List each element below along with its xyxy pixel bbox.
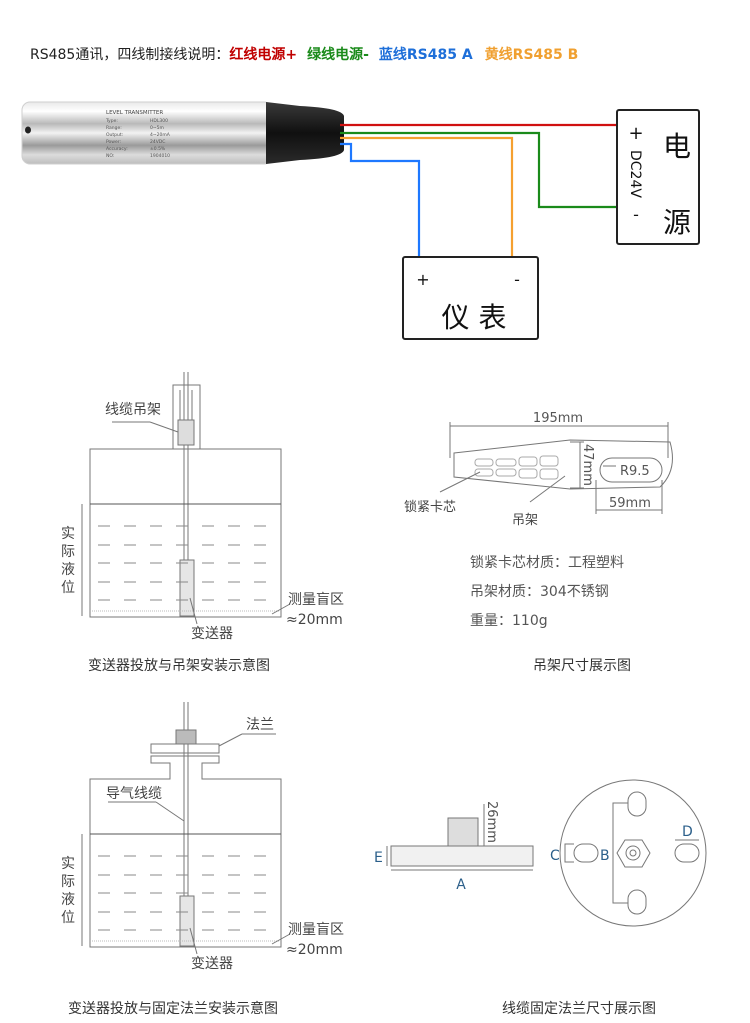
dim-d: D bbox=[682, 824, 693, 840]
legend-intro: RS485通讯，四线制接线说明： bbox=[30, 47, 230, 63]
dim-e: E bbox=[374, 850, 383, 866]
dim-b: B bbox=[600, 848, 610, 864]
blind-zone-label: 测量盲区 bbox=[288, 591, 344, 608]
vent-hole-icon bbox=[25, 126, 31, 134]
hanger-part-label: 吊架 bbox=[512, 513, 538, 528]
flange-install-diagram: 法兰 导气线缆 测量盲区 ≈20mm 变送器 bbox=[81, 702, 344, 970]
power-supply-box: + - DC24V 电 源 bbox=[616, 109, 700, 245]
meter-minus: - bbox=[514, 270, 520, 289]
dim-a: A bbox=[456, 877, 466, 893]
flange-height-dim: 26mm bbox=[484, 801, 499, 843]
hanger-install-caption: 变送器投放与吊架安装示意图 bbox=[88, 658, 270, 674]
label-row: Accuracy: bbox=[106, 146, 128, 152]
transmitter-label-title: LEVEL TRANSMITTER bbox=[106, 110, 163, 116]
flange-size-caption: 线缆固定法兰尺寸展示图 bbox=[502, 1001, 656, 1017]
spec-lock-material: 锁紧卡芯材质：工程塑料 bbox=[470, 555, 624, 571]
flange-size-diagram: 26mm A B C D E bbox=[374, 779, 707, 927]
power-plus: + bbox=[628, 123, 643, 144]
spec-weight: 重量：110g bbox=[470, 613, 548, 629]
legend-blue-wire: 蓝线RS485 A bbox=[378, 47, 473, 63]
legend-green-wire: 绿线电源- bbox=[307, 47, 369, 63]
meter-box: + - 仪 表 bbox=[402, 256, 539, 340]
yellow-wire bbox=[340, 136, 514, 257]
blind-zone-value: ≈20mm bbox=[286, 942, 343, 958]
flange-label: 法兰 bbox=[246, 717, 274, 733]
power-title-bottom: 源 bbox=[663, 206, 691, 239]
transmitter-probe bbox=[179, 559, 195, 617]
transmitter-label: 变送器 bbox=[191, 956, 233, 970]
meter-plus: + bbox=[416, 270, 429, 289]
label-value: ±0.5% bbox=[150, 146, 166, 152]
power-voltage: DC24V bbox=[627, 150, 643, 198]
transmitter-probe bbox=[179, 895, 195, 947]
flange-center-nut bbox=[616, 839, 651, 868]
hanger-loop bbox=[599, 457, 663, 483]
label-value: HDL300 bbox=[150, 118, 168, 124]
label-value: 1904010 bbox=[150, 153, 170, 159]
hanger-label: 线缆吊架 bbox=[105, 402, 161, 418]
label-row: Type: bbox=[105, 118, 118, 124]
power-minus: - bbox=[633, 205, 639, 224]
level-label: 实际液位 bbox=[61, 526, 75, 596]
dim-c: C bbox=[550, 848, 560, 864]
flange-top-plate bbox=[559, 779, 707, 927]
hanger-size-caption: 吊架尺寸展示图 bbox=[533, 658, 631, 674]
hanger-height-dim: 47mm bbox=[580, 444, 595, 486]
lock-core-label: 锁紧卡芯 bbox=[404, 499, 456, 515]
flange-plate bbox=[150, 743, 220, 754]
tank bbox=[89, 448, 282, 618]
blind-zone-label: 测量盲区 bbox=[288, 921, 344, 938]
flange-install-caption: 变送器投放与固定法兰安装示意图 bbox=[68, 1001, 278, 1017]
label-row: Range: bbox=[106, 125, 122, 131]
hanger-body bbox=[453, 439, 673, 490]
hanger-radius-dim: R9.5 bbox=[620, 464, 650, 479]
spec-hanger-material: 吊架材质：304不锈钢 bbox=[470, 584, 609, 600]
wiring-diagram: LEVEL TRANSMITTER Type: Range: Output: P… bbox=[21, 101, 700, 340]
label-value: 24VDC bbox=[150, 139, 165, 145]
tank bbox=[89, 755, 282, 948]
power-title-top: 电 bbox=[663, 130, 691, 163]
cable-label: 导气线缆 bbox=[106, 786, 162, 802]
legend-yellow-wire: 黄线RS485 B bbox=[484, 47, 579, 63]
label-value: 0~5m bbox=[150, 125, 164, 131]
transmitter-image: LEVEL TRANSMITTER Type: Range: Output: P… bbox=[21, 101, 344, 165]
flange-side-plate bbox=[390, 845, 534, 867]
cable-gland bbox=[175, 729, 197, 745]
wiring-legend: RS485通讯，四线制接线说明：红线电源+ 绿线电源- 蓝线RS485 A 黄线RS4… bbox=[30, 44, 578, 64]
flange-side-gland bbox=[447, 817, 479, 847]
hanger-size-diagram: 195mm 47mm R9.5 59mm 锁紧卡芯 吊架 bbox=[404, 411, 673, 528]
blind-zone-value: ≈20mm bbox=[286, 612, 343, 628]
transmitter-label: 变送器 bbox=[191, 626, 233, 640]
green-wire bbox=[340, 131, 618, 209]
level-label: 实际液位 bbox=[61, 856, 75, 926]
meter-title: 仪 表 bbox=[442, 301, 507, 334]
legend-red-wire: 红线电源+ bbox=[229, 47, 298, 63]
hanger-install-diagram: 线缆吊架 测量盲区 ≈20mm 变送器 bbox=[81, 372, 344, 640]
hanger-loop-dim: 59mm bbox=[609, 496, 651, 511]
hanger-length-dim: 195mm bbox=[533, 411, 583, 426]
label-row: Power: bbox=[106, 139, 121, 145]
label-row: NO: bbox=[106, 153, 114, 159]
blue-wire bbox=[340, 142, 421, 257]
label-value: 4~20mA bbox=[150, 132, 171, 138]
label-row: Output: bbox=[106, 132, 123, 138]
